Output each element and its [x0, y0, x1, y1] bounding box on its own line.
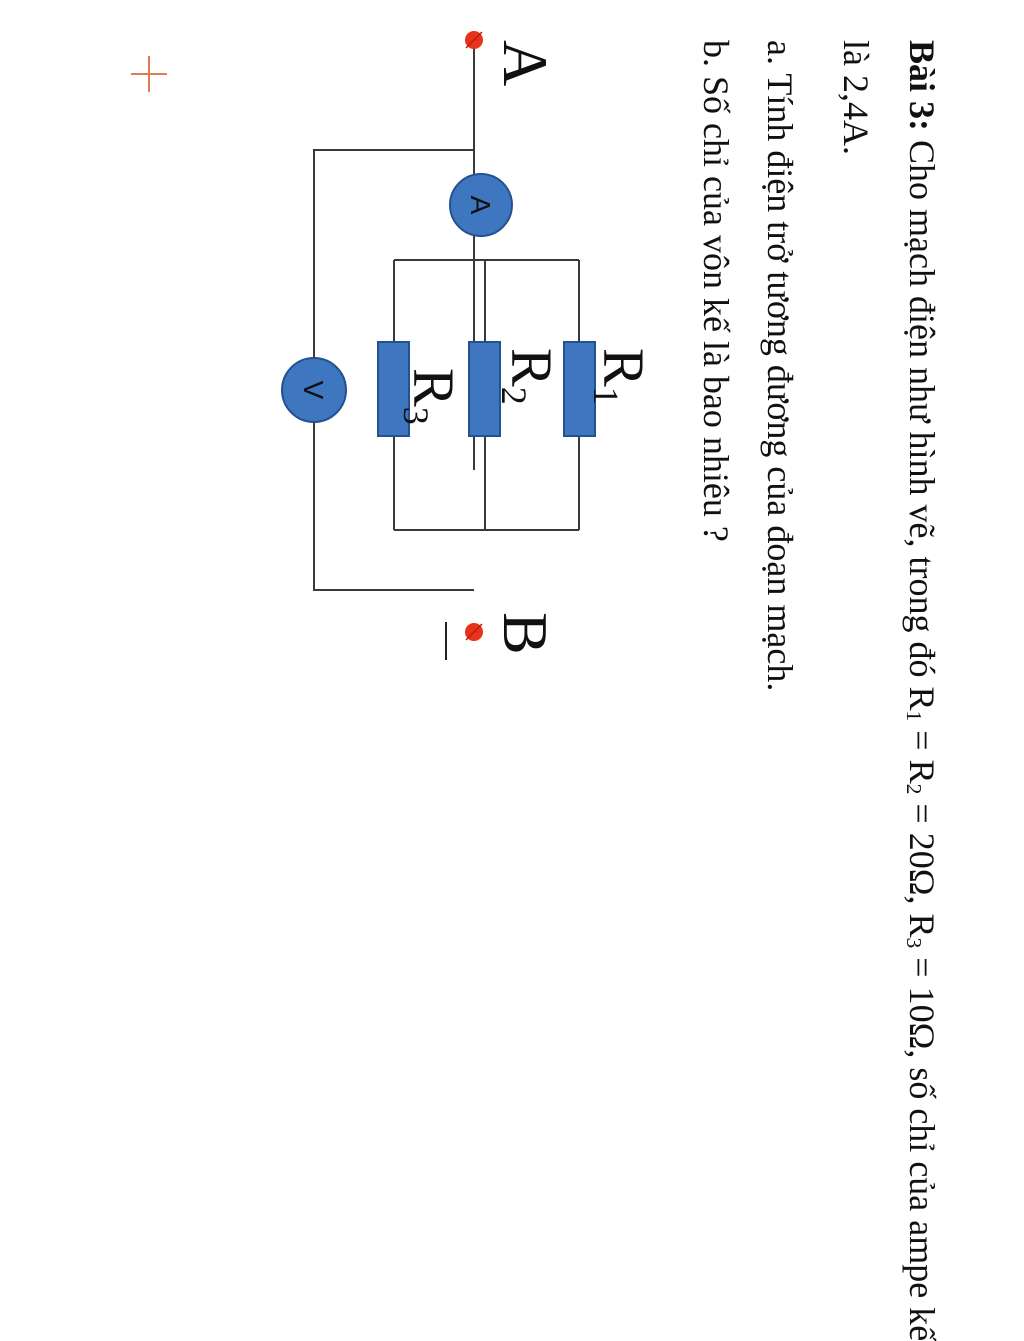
- terminal-a-label: A: [490, 40, 561, 86]
- ammeter-icon: [449, 173, 513, 237]
- resistor-r2-icon: [468, 341, 501, 437]
- label-r1: R1: [586, 348, 656, 405]
- circuit-diagram: R1 R2 R3 A V A B: [131, 31, 656, 660]
- resistor-r1-icon: [563, 341, 596, 437]
- label-r3: R3: [396, 368, 466, 425]
- plus-mark-icon: [131, 56, 167, 92]
- label-r2: R2: [494, 348, 564, 405]
- voltmeter-icon: [281, 357, 347, 423]
- voltmeter-label: V: [298, 381, 329, 400]
- ammeter-label: A: [465, 196, 496, 215]
- terminal-b-label: B: [490, 612, 561, 655]
- wires: [313, 40, 580, 591]
- rotated-page: Bài 3: Cho mạch điện như hình vẽ, trong …: [131, 31, 942, 1341]
- resistor-r3-icon: [377, 341, 410, 437]
